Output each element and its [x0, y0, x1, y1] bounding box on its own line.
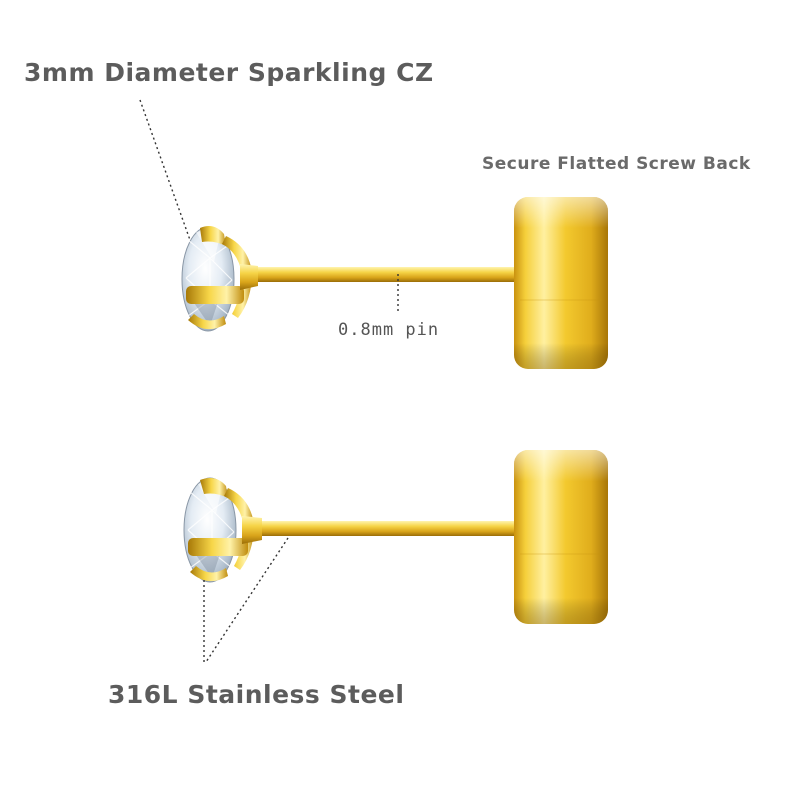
leader-lines [139, 99, 399, 664]
stone-size-label: 3mm Diameter Sparkling CZ [24, 58, 434, 87]
leader-stone [139, 99, 191, 241]
material-label: 316L Stainless Steel [108, 680, 405, 709]
screw-back-label: Secure Flatted Screw Back [482, 154, 751, 174]
pin-bottom [250, 521, 522, 536]
setting-top [186, 226, 258, 330]
setting-bottom [188, 478, 262, 582]
pin-top [240, 267, 520, 282]
earring-bottom [183, 450, 608, 624]
earring-top [181, 197, 608, 369]
pin-size-label: 0.8mm pin [338, 320, 440, 340]
